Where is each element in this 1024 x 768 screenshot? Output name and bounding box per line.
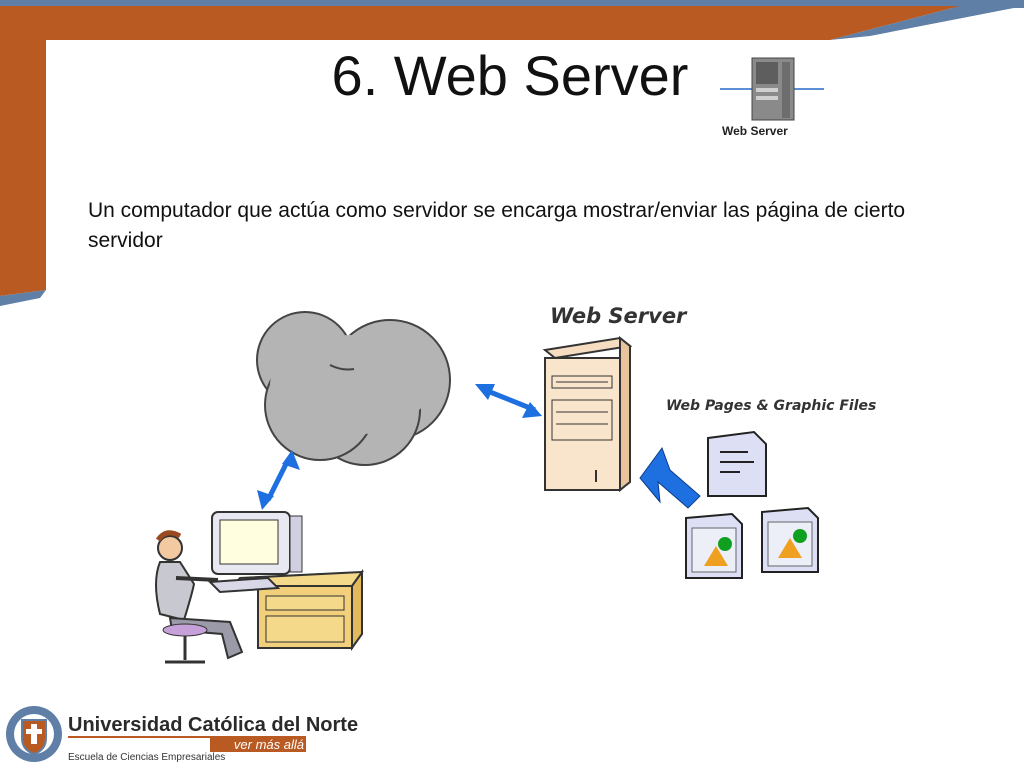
university-seal-icon [6,706,62,762]
frame-left-blue [0,290,46,306]
graphic-file-icon [761,506,819,573]
computer-icon [207,511,303,594]
slide-frame [0,0,1024,306]
diagram-files-label: Web Pages & Graphic Files [666,398,877,414]
desk-icon [227,568,365,652]
web-server-tower-icon [542,335,633,493]
person-icon [155,530,244,664]
web-page-file-icon [707,430,767,497]
frame-right-blue [830,0,1024,40]
diagram-server-label: Web Server [550,304,687,328]
server-icon [720,57,824,121]
university-tagline: ver más allá [210,738,306,752]
internet-cloud-icon [256,311,451,466]
school-name: Escuela de Ciencias Empresariales [68,752,226,763]
university-name: Universidad Católica del Norte [68,714,359,736]
arrow-pc-cloud-icon [257,450,300,510]
web-server-diagram [155,311,819,664]
description-text: Un computador que actúa como servidor se… [88,199,906,252]
server-icon-label: Web Server [722,124,788,138]
footer-divider [68,736,306,738]
graphic-file-icon [685,512,743,579]
frame-top-orange [0,6,960,296]
page-title: 6. Web Server [331,44,689,107]
arrow-files-server-icon [639,446,701,509]
arrow-cloud-server-icon [475,384,542,418]
